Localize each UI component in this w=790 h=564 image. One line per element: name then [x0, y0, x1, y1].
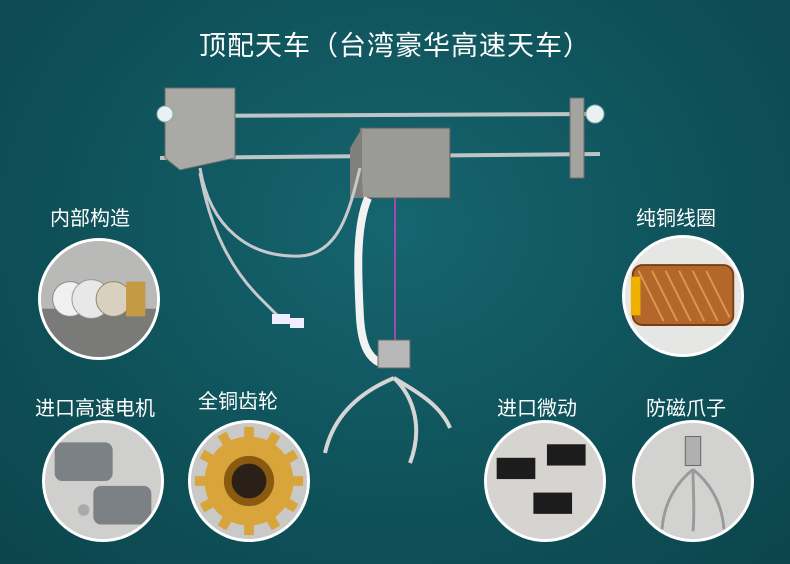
claw-icon	[632, 420, 754, 542]
gear-icon	[188, 420, 310, 542]
feature-label-copper-gear: 全铜齿轮	[198, 389, 278, 413]
microswitch-icon	[484, 420, 606, 542]
gear-rollers-icon	[38, 238, 160, 360]
feature-label-microswitch: 进口微动	[497, 396, 577, 420]
feature-label-internal-structure: 内部构造	[50, 206, 130, 230]
motor-icon	[42, 420, 164, 542]
feature-label-claw: 防磁爪子	[646, 396, 726, 420]
feature-label-motor: 进口高速电机	[35, 396, 155, 420]
overhead-crane-icon	[140, 78, 640, 468]
feature-label-copper-coil: 纯铜线圈	[636, 206, 716, 230]
copper-coil-icon	[622, 235, 744, 357]
page-title: 顶配天车（台湾豪华高速天车）	[199, 31, 591, 62]
